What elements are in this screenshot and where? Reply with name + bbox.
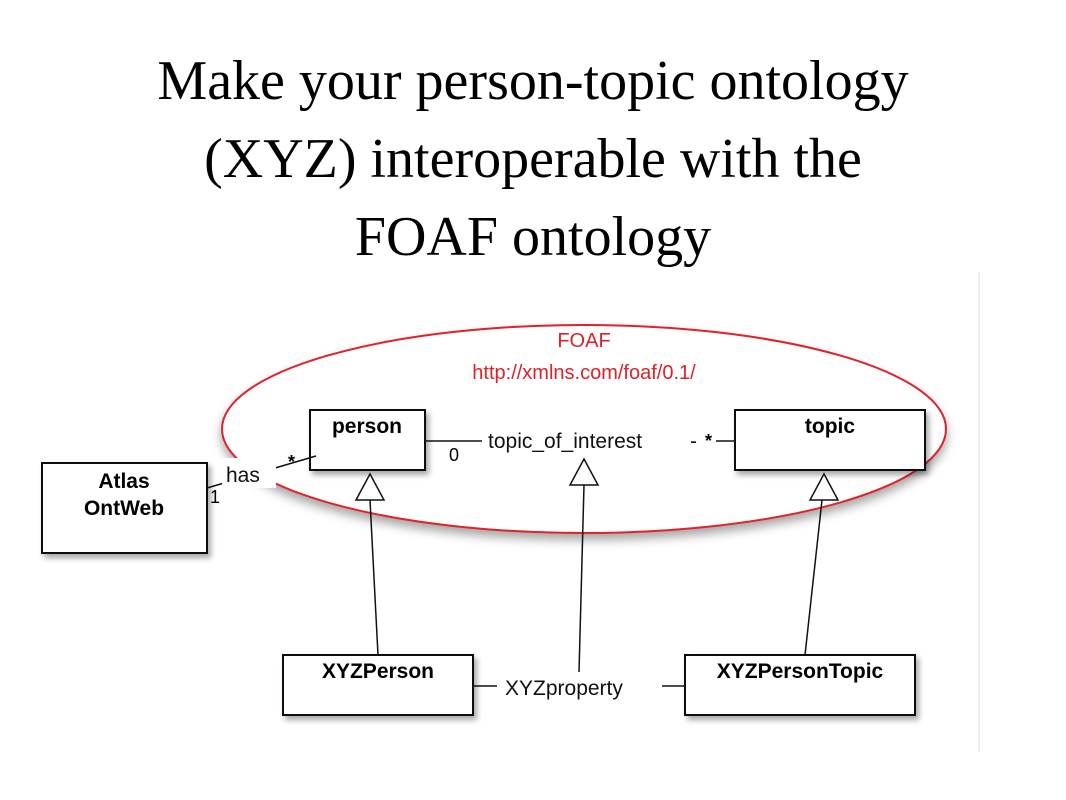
has-label: has (226, 464, 260, 487)
topic-class-label: topic (805, 415, 855, 438)
namespace-url: http://xmlns.com/foaf/0.1/ (472, 362, 696, 384)
topic-class-box (734, 409, 926, 471)
xyz-property-label: XYZproperty (505, 677, 623, 700)
title-line-3: FOAF ontology (354, 206, 712, 268)
generalization-arrow-person (354, 472, 386, 501)
person-class-box (309, 409, 426, 471)
atlas-ontweb-class-box (41, 462, 208, 554)
atlas-label-line-1: Atlas (98, 470, 149, 493)
person-class-label: person (332, 415, 402, 438)
generalization-line-topic (804, 499, 823, 656)
title-line-2: (XYZ) interoperable with the (204, 128, 862, 190)
atlas-label-line-2: OntWeb (84, 497, 164, 520)
generalization-line-person (369, 499, 379, 656)
topic-side-multiplicity: * (705, 431, 712, 451)
topic-of-interest-dash: - (690, 430, 697, 453)
namespace-name: FOAF (557, 330, 610, 352)
generalization-arrow-property (568, 457, 600, 486)
generalization-line-property (578, 484, 585, 673)
xyz-person-topic-class-box (684, 654, 916, 716)
title-line-1: Make your person-topic ontology (157, 50, 909, 112)
has-person-side-multiplicity: * (288, 452, 295, 472)
foaf-namespace-ellipse (221, 324, 947, 534)
generalization-arrow-topic (808, 472, 840, 501)
has-atlas-side-multiplicity: 1 (210, 487, 220, 507)
person-side-multiplicity: 0 (449, 445, 459, 465)
xyz-person-class-box (282, 654, 474, 716)
topic-of-interest-label: topic_of_interest (488, 430, 642, 453)
xyz-person-class-label: XYZPerson (322, 660, 434, 683)
slide-title: Make your person-topic ontology (XYZ) in… (0, 42, 1066, 276)
has-label-background (222, 458, 276, 488)
xyz-person-topic-class-label: XYZPersonTopic (717, 660, 884, 683)
